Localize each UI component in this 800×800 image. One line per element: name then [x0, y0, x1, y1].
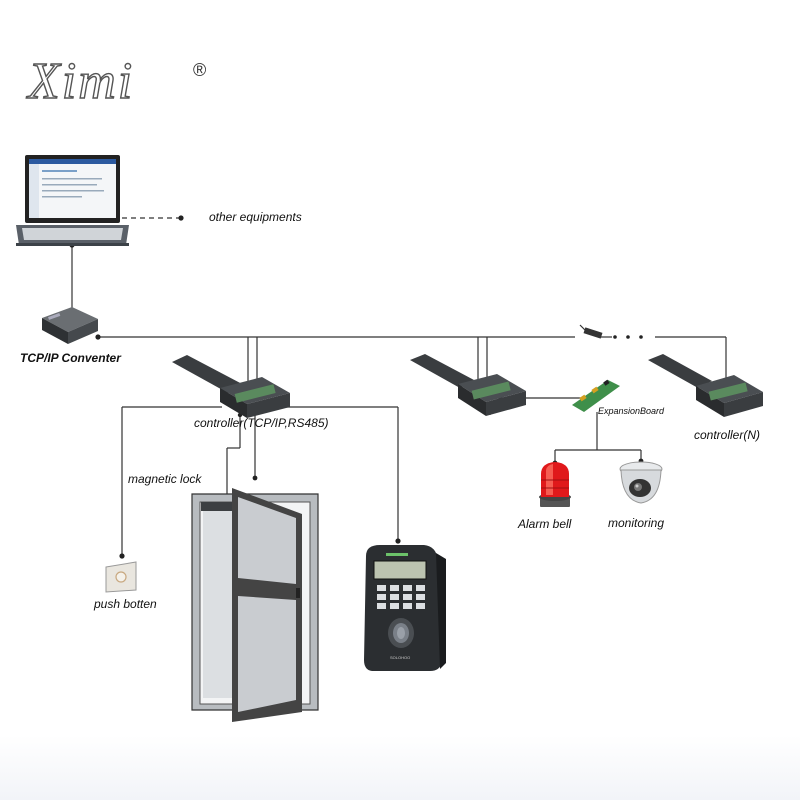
laptop-icon — [16, 155, 129, 246]
tcpip-converter-icon — [42, 307, 98, 344]
controller-2-icon — [410, 354, 526, 416]
label-alarm-bell: Alarm bell — [518, 517, 572, 531]
label-other-equipments: other equipments — [209, 210, 302, 224]
label-tcpip-converter: TCP/IP Conventer — [20, 351, 121, 365]
monitoring-camera-icon — [619, 461, 663, 504]
door-icon — [191, 488, 319, 722]
registered-mark: ® — [193, 60, 207, 80]
connection-lines — [71, 217, 727, 556]
controller-1-icon — [172, 355, 290, 418]
background-fade — [0, 735, 800, 800]
expansion-board-icon — [572, 379, 620, 412]
brand-logo: Ximi — [27, 52, 135, 110]
label-expansion-board: ExpansionBoard — [598, 406, 665, 416]
magnetic-lock-icon — [201, 502, 259, 511]
connection-dots — [69, 215, 729, 559]
label-controller-n: controller(N) — [694, 428, 761, 442]
reader-brand-text: SOLOHOO — [390, 655, 410, 660]
label-monitoring: monitoring — [608, 516, 665, 530]
fingerprint-reader-icon: SOLOHOO — [364, 545, 446, 671]
alarm-bell-icon — [539, 462, 571, 507]
push-button-icon — [105, 561, 137, 593]
label-magnetic-lock: magnetic lock — [128, 472, 202, 486]
bus-repeater-icon — [579, 324, 603, 339]
controller-n-icon — [648, 354, 763, 417]
label-controller-main: controller(TCP/IP,RS485) — [194, 416, 329, 430]
label-push-button: push botten — [94, 597, 157, 611]
